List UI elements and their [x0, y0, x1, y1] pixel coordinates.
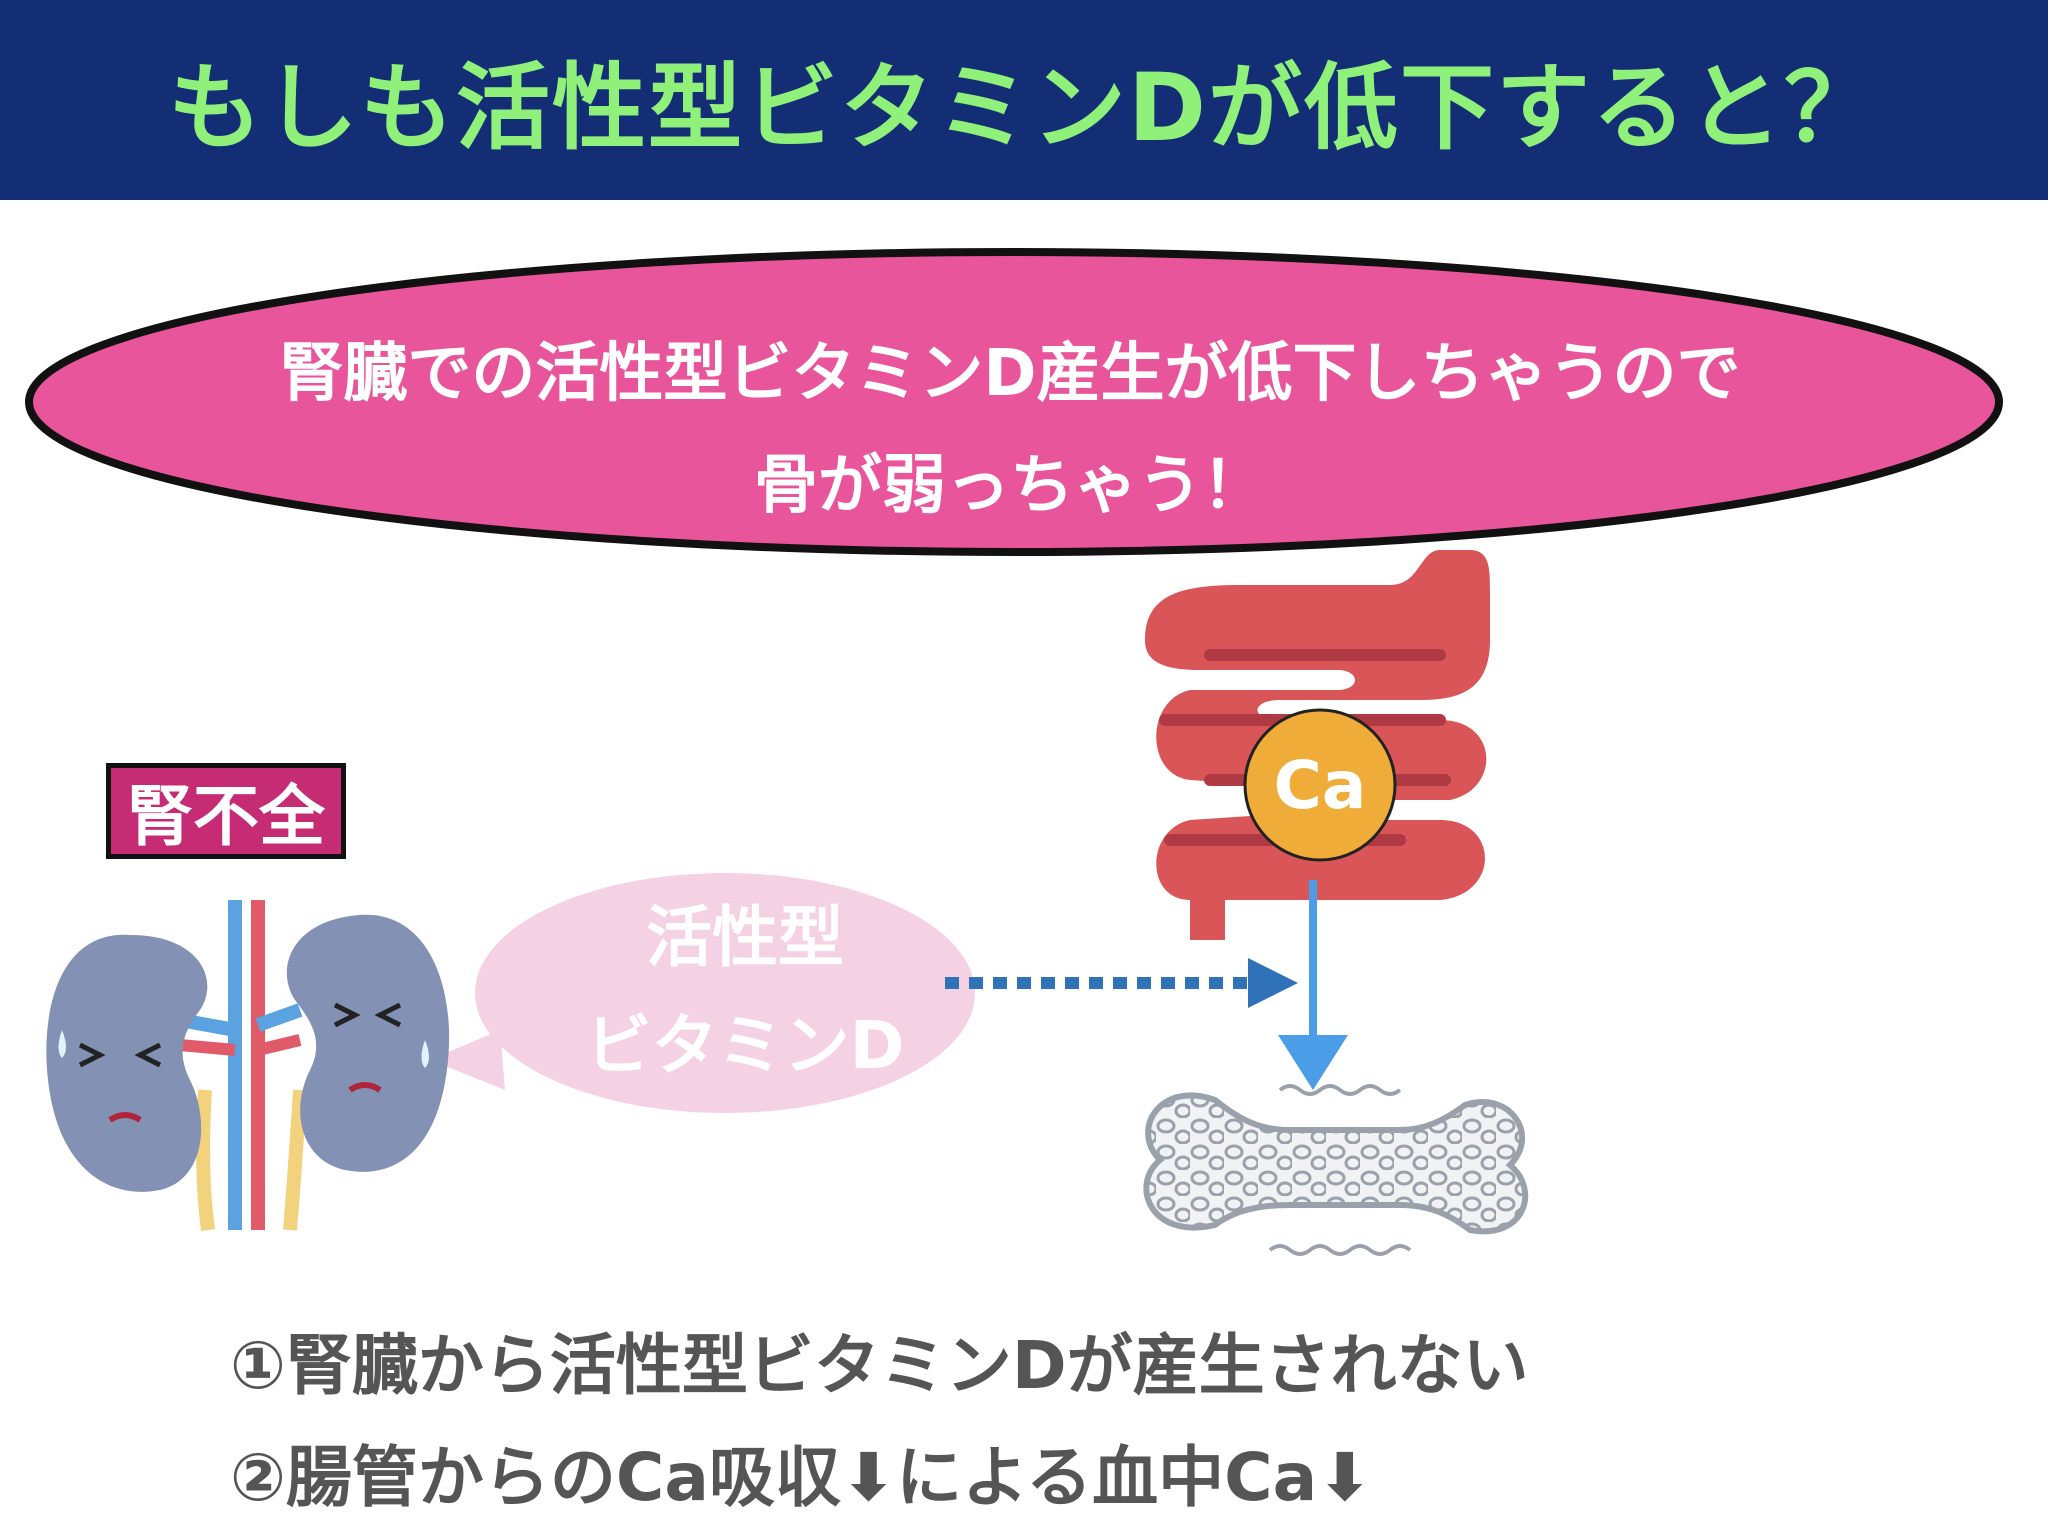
- right-kidney: [286, 914, 450, 1172]
- dotted-arrow: [945, 958, 1298, 1008]
- callout-text: 腎臓での活性型ビタミンD産生が低下しちゃうので 骨が弱っちゃう！: [120, 318, 1900, 542]
- renal-failure-badge: 腎不全: [106, 763, 346, 859]
- kidney-illustration: [46, 900, 450, 1231]
- callout-line-1: 腎臓での活性型ビタミンD産生が低下しちゃうので: [279, 337, 1741, 411]
- callout-bubble: [25, 248, 2003, 556]
- calcium-label: Ca: [1273, 746, 1367, 824]
- vitamin-d-speech-bubble: [430, 873, 975, 1113]
- bone-illustration: [1143, 1084, 1529, 1256]
- callout-ellipse: [25, 248, 2003, 556]
- vitamin-d-label-line-2: ビタミンD: [585, 1007, 905, 1084]
- summary-point-1: ①腎臓から活性型ビタミンDが産生されない: [230, 1327, 1529, 1404]
- callout-line-2: 骨が弱っちゃう！: [754, 449, 1266, 523]
- summary-points: ①腎臓から活性型ビタミンDが産生されない ②腸管からのCa吸収⬇による血中Ca⬇: [230, 1310, 1529, 1534]
- summary-point-2: ②腸管からのCa吸収⬇による血中Ca⬇: [230, 1439, 1373, 1516]
- calcium-down-arrow: [1278, 880, 1348, 1090]
- header-banner: もしも活性型ビタミンDが低下すると？: [0, 0, 2048, 200]
- page-title: もしも活性型ビタミンDが低下すると？: [167, 54, 1881, 163]
- vitamin-d-label-line-1: 活性型: [646, 899, 844, 976]
- calcium-circle: [1243, 708, 1397, 862]
- left-kidney: [46, 934, 208, 1192]
- vitamin-d-label: 活性型 ビタミンD: [520, 884, 970, 1100]
